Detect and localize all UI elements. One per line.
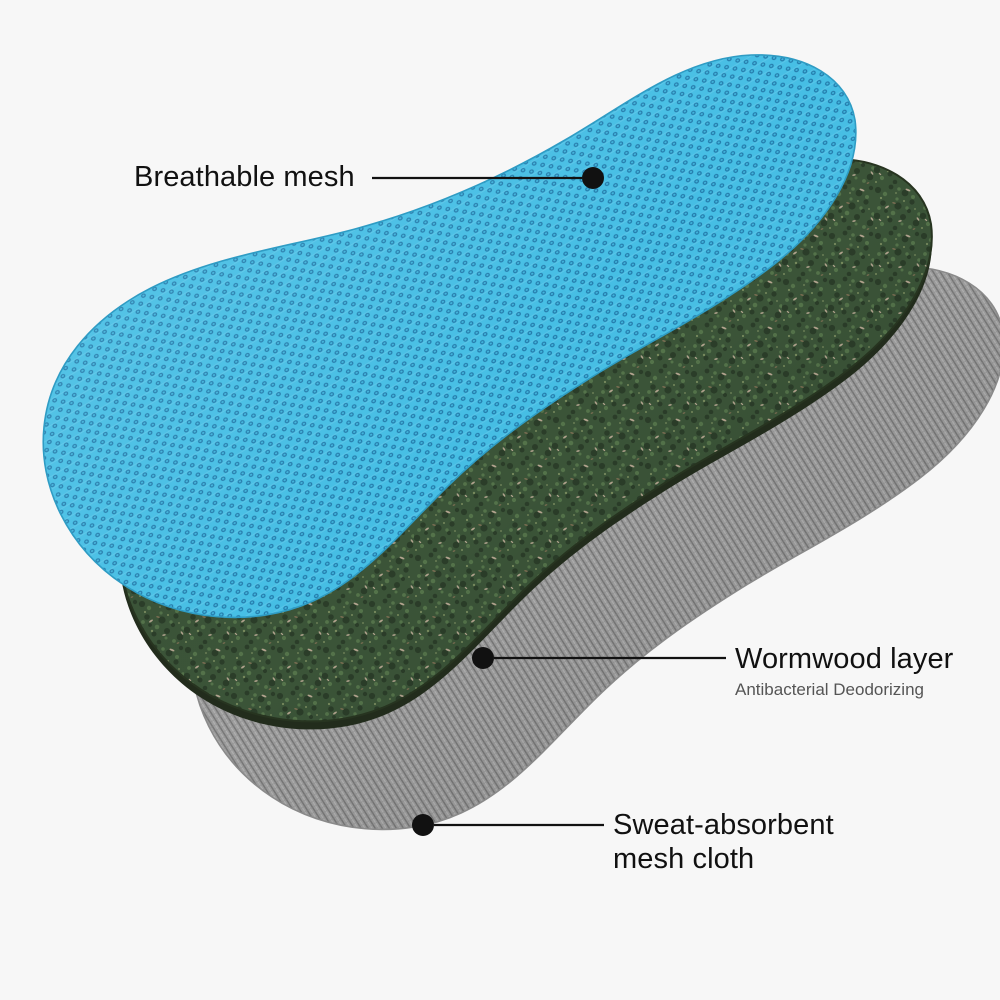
- callout-title-wormwood-layer: Wormwood layer: [735, 643, 954, 675]
- callout-title-breathable-mesh: Breathable mesh: [134, 161, 355, 193]
- callout-dot[interactable]: [412, 814, 434, 836]
- callout-subtitle-wormwood-layer: Antibacterial Deodorizing: [735, 680, 924, 700]
- callout-title-sweat-absorbent-line-1: Sweat-absorbent: [613, 809, 834, 841]
- callout-label-breathable-mesh: Breathable mesh: [134, 160, 355, 194]
- callout-title-sweat-absorbent-line-2: mesh cloth: [613, 843, 755, 876]
- callout-breathable-mesh[interactable]: [372, 167, 604, 189]
- callout-wormwood-layer[interactable]: [472, 647, 726, 669]
- callout-dot[interactable]: [472, 647, 494, 669]
- callout-label-wormwood-layer: Wormwood layer Antibacterial Deodorizing: [735, 642, 953, 700]
- callout-sweat-absorbent[interactable]: [412, 814, 604, 836]
- callout-dot[interactable]: [582, 167, 604, 189]
- callout-label-sweat-absorbent: Sweat-absorbent mesh cloth: [613, 808, 883, 876]
